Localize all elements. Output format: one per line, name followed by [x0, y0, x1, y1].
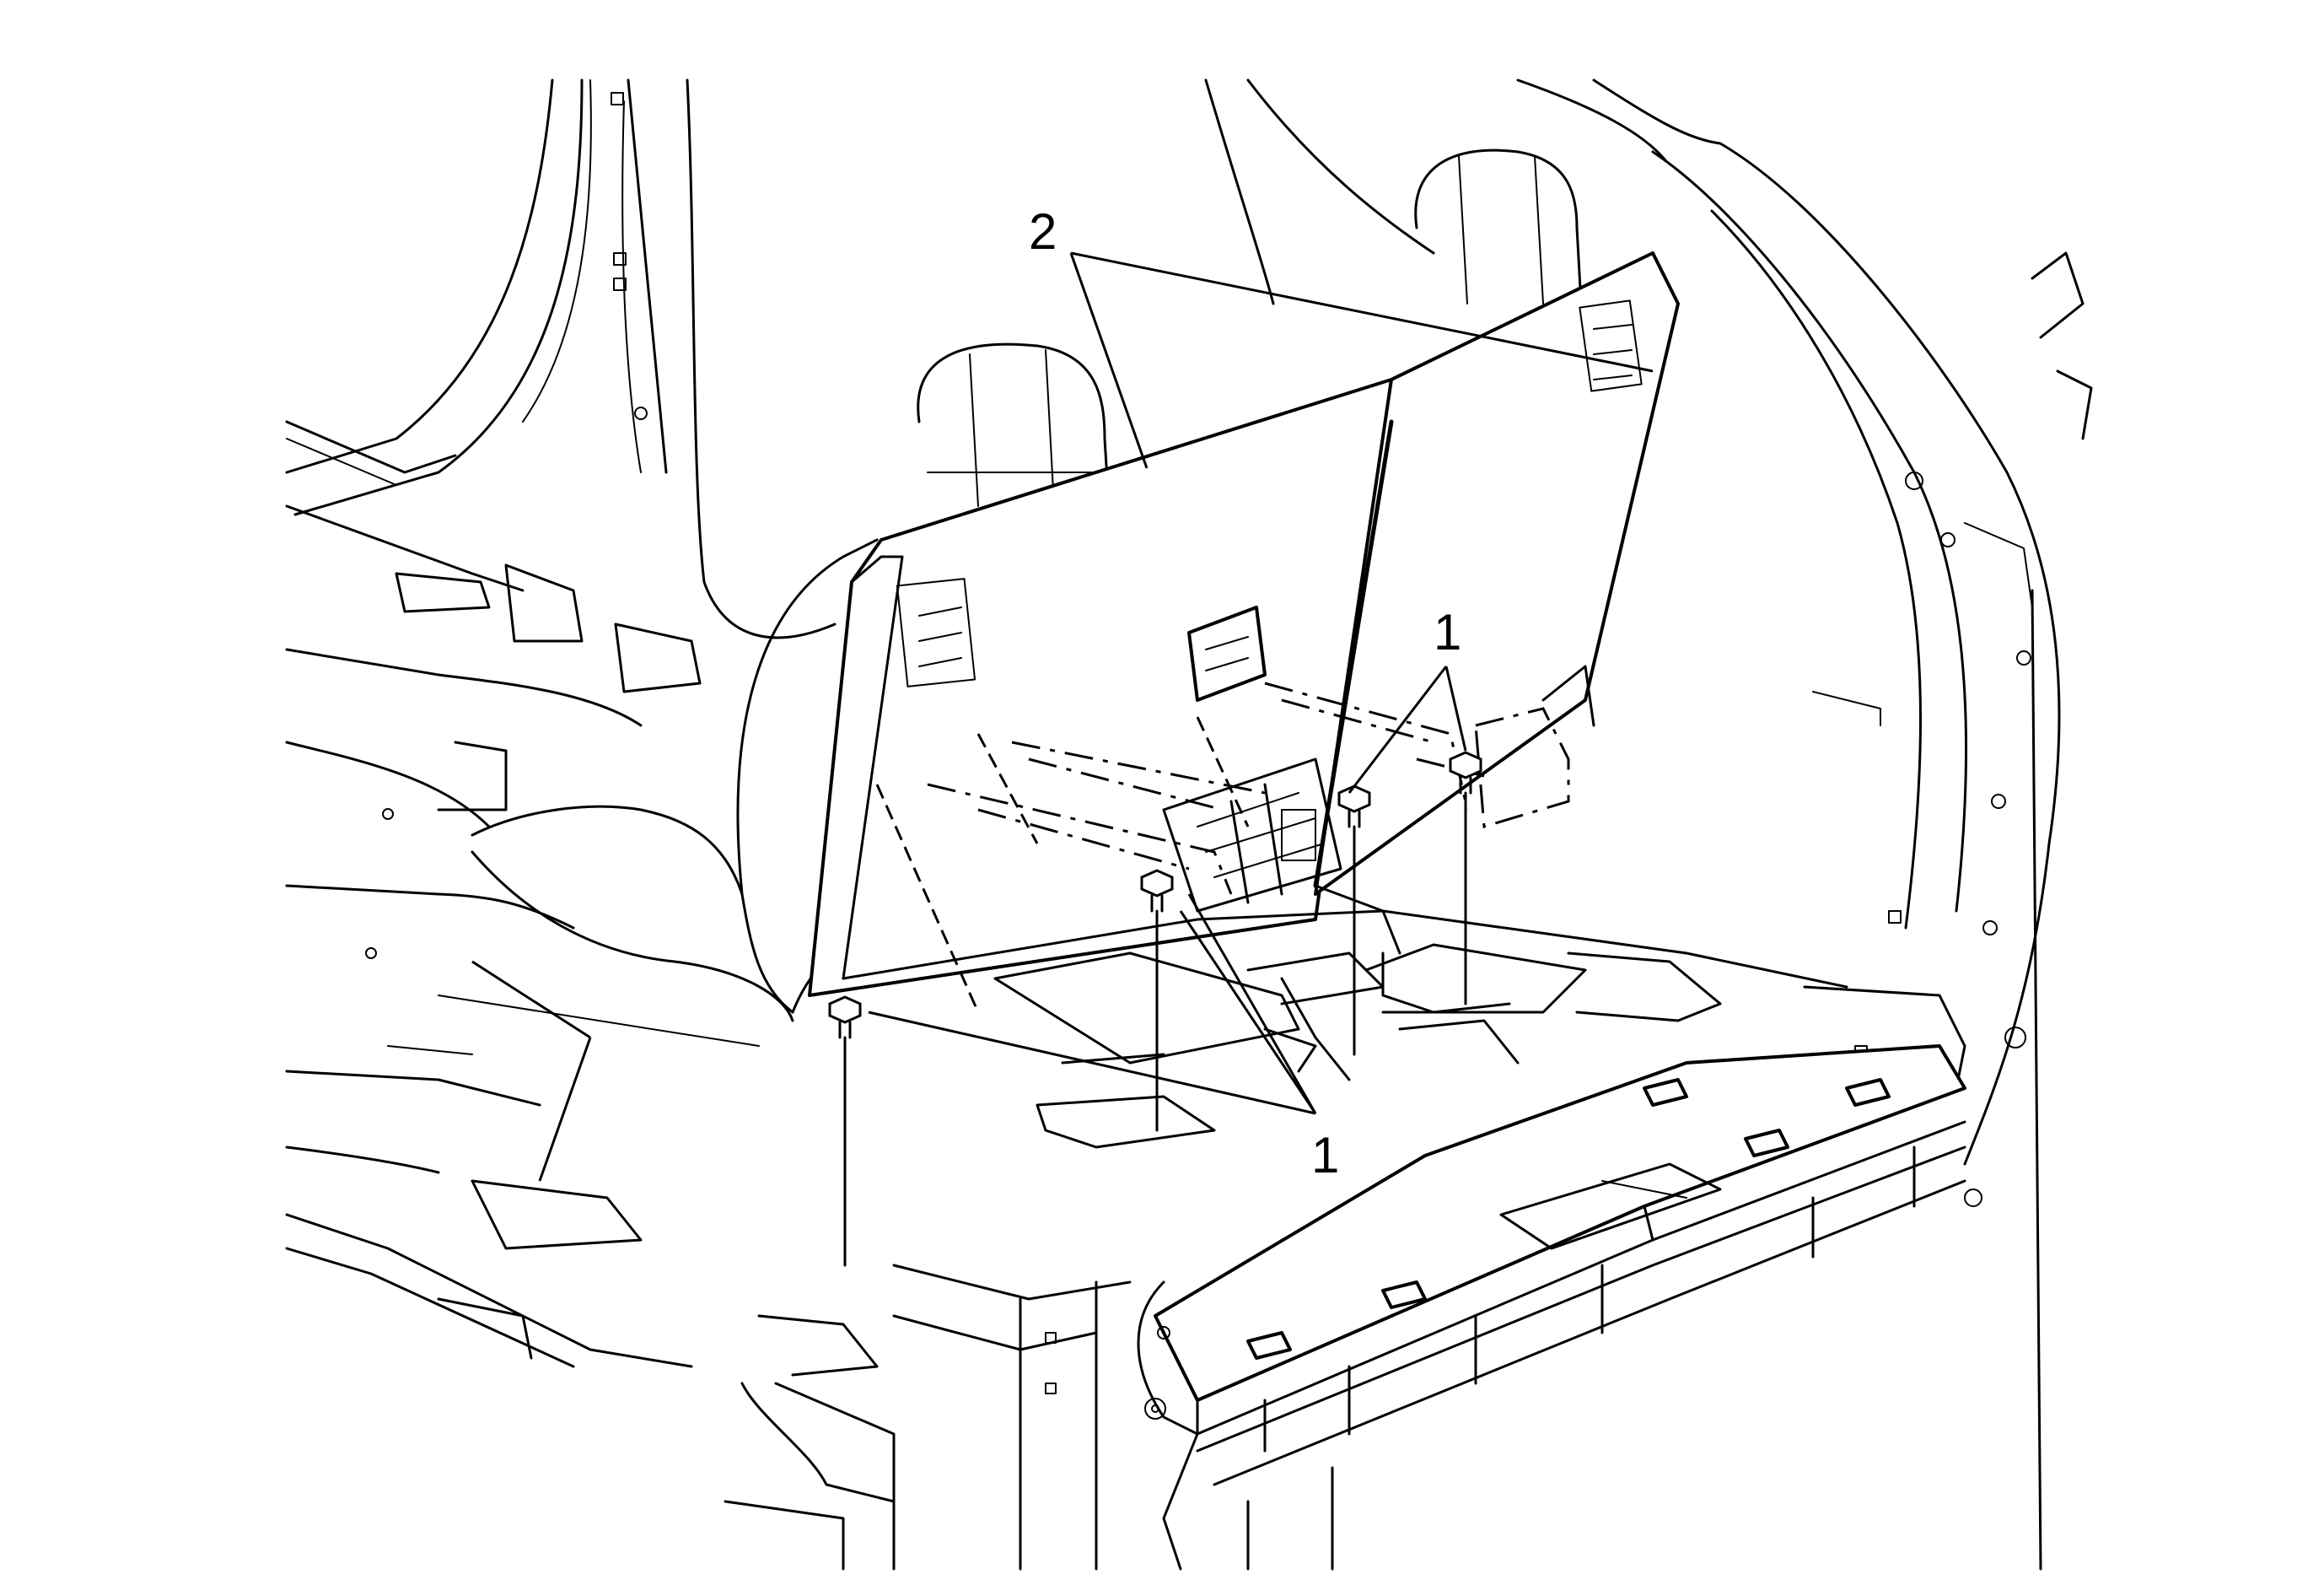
callout-1-upper-label: 1	[1434, 604, 1461, 660]
leader-lines	[471, 251, 1654, 1182]
bolt-install-lines	[843, 791, 1467, 1267]
seat-headrest-left	[917, 342, 1111, 508]
callout-2-label: 2	[1029, 203, 1057, 260]
bolt-front-center	[1140, 869, 1174, 913]
left-floor-structure	[285, 504, 896, 1571]
fastener-bolts	[828, 751, 1482, 1267]
phantom-hinge-assembly	[875, 682, 1570, 1013]
rear-load-panel	[1137, 1044, 1966, 1571]
left-body-pillar	[285, 78, 837, 639]
seat-headrest-right	[1414, 148, 1583, 305]
seat-hinge-mechanism	[1162, 757, 1401, 955]
callout-labels: 2 1 1	[1029, 203, 1461, 1183]
callout-1-lower-label: 1	[1311, 1127, 1339, 1183]
right-body-pillar	[1204, 78, 2093, 1571]
bolt-front-left	[828, 995, 862, 1039]
lower-body-side	[892, 1264, 1170, 1571]
cargo-floor	[842, 909, 1966, 1149]
seat-back-panel-left	[808, 378, 1393, 997]
bolt-rear-right	[1449, 751, 1482, 795]
